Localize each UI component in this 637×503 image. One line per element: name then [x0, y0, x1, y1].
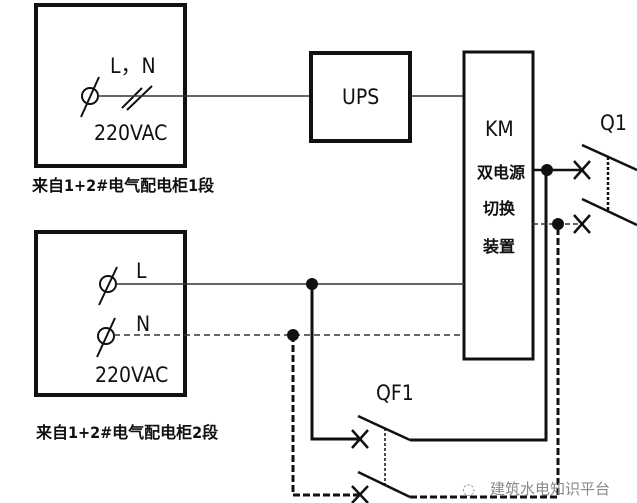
km-desc-line1: 双电源	[477, 163, 525, 182]
junction-dot-km-n	[552, 218, 564, 230]
km-label: KM	[485, 117, 514, 141]
source1-box	[34, 3, 187, 168]
watermark-text: 建筑水电知识平台	[490, 480, 610, 498]
wire-bypass-l	[310, 284, 362, 441]
source2-panel: L N 220VAC 来自1+2#电气配电柜2段	[34, 230, 219, 442]
km-desc-line2: 切换	[483, 199, 516, 218]
source2-terminal-l-label: L	[136, 259, 147, 283]
ups-label: UPS	[342, 85, 379, 109]
source1-terminal-slash	[80, 76, 100, 118]
qf1-x-top-b	[351, 429, 369, 449]
wire-qf1-n-out	[410, 224, 560, 499]
qf1-label: QF1	[376, 381, 414, 405]
q1-x-bot-b	[573, 214, 591, 234]
km-box	[462, 50, 535, 361]
watermark-logo-icon: ◌	[462, 480, 475, 498]
ups-unit: UPS	[309, 51, 412, 143]
watermark: ◌ 建筑水电知识平台	[462, 480, 610, 498]
source2-terminal-n-slash	[96, 317, 116, 358]
qf1-x-bot-b	[351, 485, 369, 503]
q1-blade-bottom	[581, 197, 637, 227]
qf1-blade-top	[357, 414, 411, 442]
wire-bypass-n	[291, 335, 362, 497]
source2-box	[34, 230, 187, 397]
source1-voltage: 220VAC	[94, 121, 167, 145]
q1-x-top-b	[573, 160, 591, 180]
ups-box	[309, 51, 412, 143]
q1-label: Q1	[600, 111, 627, 135]
source2-terminal-n-label: N	[136, 312, 150, 336]
source2-terminal-l-slash	[98, 266, 118, 306]
km-desc-line3: 装置	[482, 237, 515, 256]
qf1-blade-bottom	[357, 470, 411, 499]
source2-voltage: 220VAC	[95, 363, 168, 387]
source1-conductor-tick-1	[121, 87, 143, 109]
q1-blade-top	[581, 143, 637, 172]
source2-terminal-n-icon	[97, 327, 115, 345]
source1-panel: L，N 220VAC 来自1+2#电气配电柜1段	[31, 3, 215, 195]
source1-caption: 来自1+2#电气配电柜1段	[31, 176, 215, 195]
q1-breaker: Q1	[573, 111, 637, 234]
wire-qf1-l-out	[410, 170, 548, 442]
source1-terminal-label: L，N	[110, 54, 156, 78]
source2-caption: 来自1+2#电气配电柜2段	[35, 423, 219, 442]
km-transfer-switch: KM 双电源 切换 装置	[462, 50, 535, 361]
qf1-breaker: QF1	[351, 381, 414, 503]
junction-dot-km-l	[541, 164, 553, 176]
source1-conductor-tick-2	[126, 85, 153, 111]
